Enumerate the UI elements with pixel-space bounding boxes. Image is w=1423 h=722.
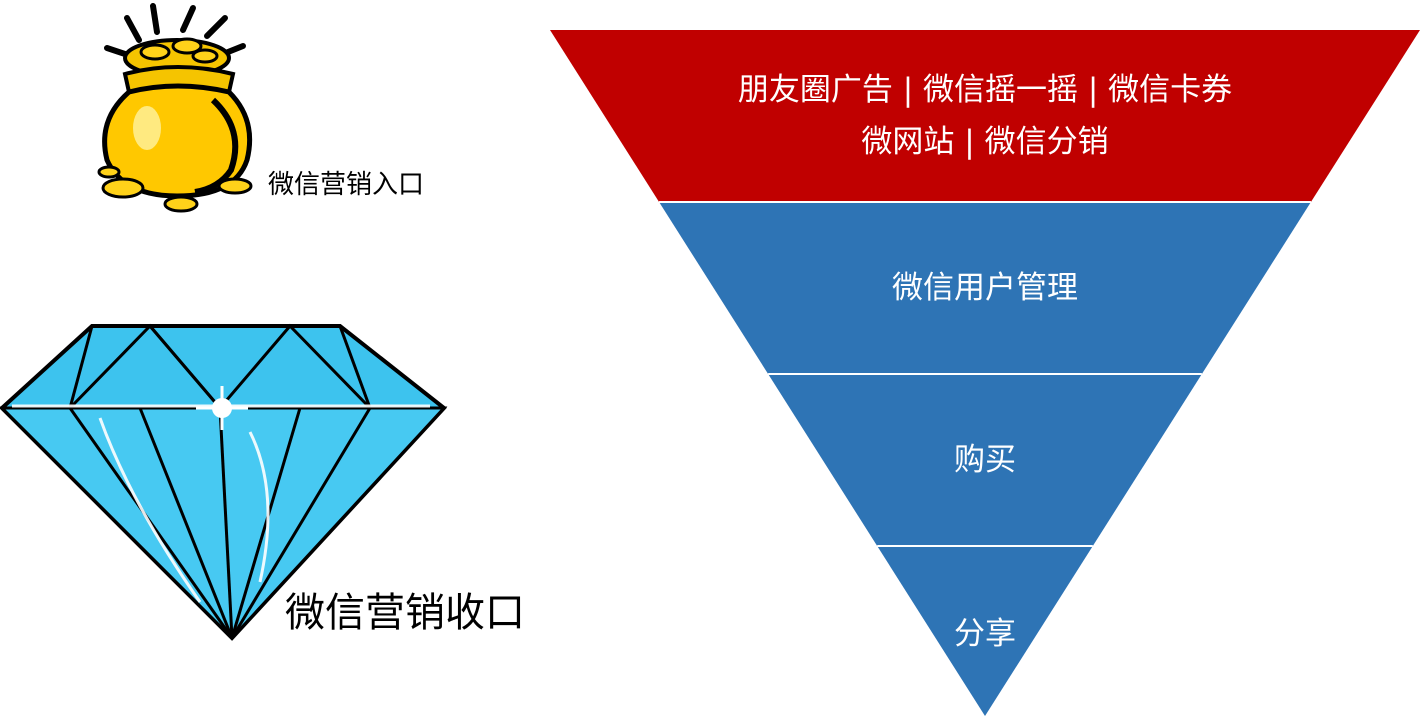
- funnel-stage-line: 微信用户管理: [892, 270, 1078, 306]
- funnel-stage-4: [877, 546, 1093, 716]
- funnel-stage-3: [768, 374, 1202, 546]
- funnel-stage-line: 朋友圈广告 | 微信摇一摇 | 微信卡券: [737, 72, 1233, 108]
- exit-label: 微信营销收口: [285, 590, 525, 636]
- funnel-stage-line: 购买: [954, 442, 1016, 478]
- funnel-stage-label: 朋友圈广告 | 微信摇一摇 | 微信卡券微网站 | 微信分销: [685, 64, 1285, 168]
- funnel-stage-2: [659, 202, 1311, 374]
- funnel-stage-1: [550, 30, 1420, 202]
- diamond-icon: [0, 323, 448, 641]
- gold-pot-icon: [97, 3, 253, 213]
- funnel-stage-label: 微信用户管理: [685, 262, 1285, 314]
- funnel-stage-line: 分享: [954, 616, 1016, 652]
- funnel-stage-label: 分享: [685, 608, 1285, 660]
- funnel-stage-line: 微网站 | 微信分销: [861, 124, 1109, 160]
- funnel-stage-label: 购买: [685, 434, 1285, 486]
- entry-label: 微信营销入口: [268, 170, 425, 200]
